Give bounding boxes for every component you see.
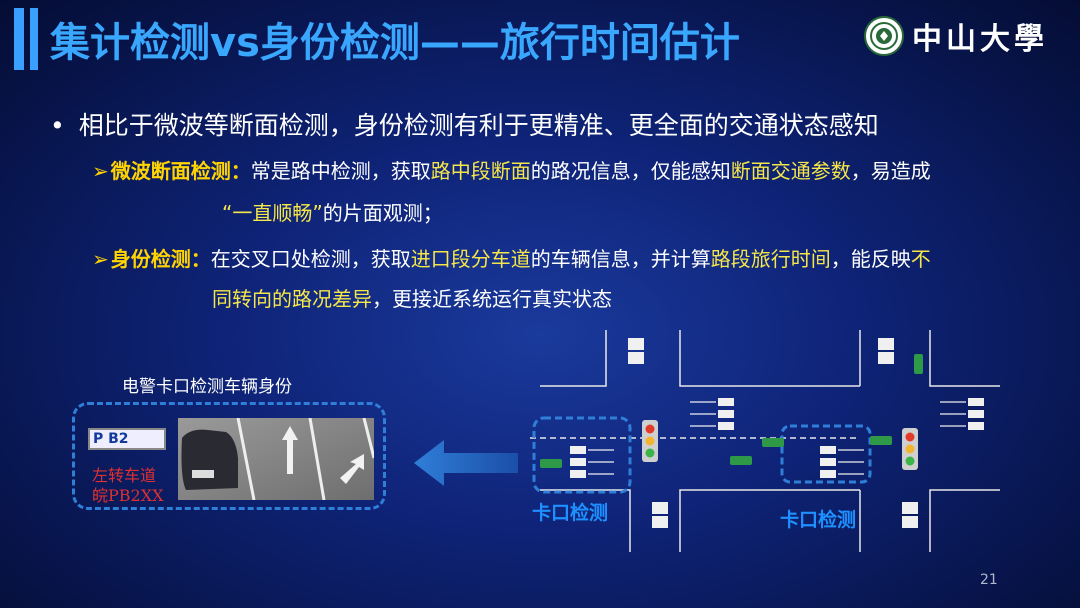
traffic-light-icon [902,428,918,470]
main-bullet-text: 相比于微波等断面检测，身份检测有利于更精准、更全面的交通状态感知 [78,111,879,140]
slide-title: 集计检测vs身份检测——旅行时间估计 [50,20,740,66]
identity-highlight-3b: 同转向的路况差异 [212,287,372,311]
identity-text-3: ，能反映 [830,247,911,271]
intersection-diagram [530,330,1000,552]
microwave-highlight-3: “一直顺畅” [222,201,323,225]
main-bullet: • 相比于微波等断面检测，身份检测有利于更精准、更全面的交通状态感知 [50,106,879,142]
photo-frame [72,402,386,510]
arrow-bullet-icon: ➢ [92,247,109,271]
identity-line-2: 同转向的路况差异，更接近系统运行真实状态 [212,282,612,316]
arrow-bullet-icon: ➢ [92,159,109,183]
title-bar: 集计检测vs身份检测——旅行时间估计 中山大學 [0,0,1080,72]
microwave-highlight-1: 路中段断面 [430,159,531,183]
traffic-light-icon [642,420,658,462]
kakou-label-right: 卡口检测 [780,509,857,531]
microwave-text-4: 的片面观测； [322,201,443,225]
identity-text-4: ，更接近系统运行真实状态 [372,287,612,311]
kakou-box-right [780,424,872,484]
bullet-dot: • [50,111,65,140]
identity-label: 身份检测： [110,247,211,271]
university-logo: 中山大學 [864,14,1048,58]
kakou-box-left [532,416,632,494]
microwave-text-3: ，易造成 [850,159,931,183]
microwave-text-2: 的路况信息，仅能感知 [530,159,731,183]
title-accent-bar-2 [30,8,38,70]
microwave-label: 微波断面检测： [110,159,251,183]
microwave-highlight-2: 断面交通参数 [730,159,851,183]
identity-highlight-3a: 不 [910,247,931,271]
plate-caption: 左转车道 皖PB2XX [92,466,164,506]
identity-line-1: ➢身份检测：在交叉口处检测，获取进口段分车道的车辆信息，并计算路段旅行时间，能反… [92,242,931,276]
microwave-line-1: ➢微波断面检测：常是路中检测，获取路中段断面的路况信息，仅能感知断面交通参数，易… [92,154,931,188]
title-accent-bar [14,8,24,70]
identity-text-2: 的车辆信息，并计算 [530,247,711,271]
identity-highlight-1: 进口段分车道 [410,247,531,271]
university-name: 中山大學 [912,22,1048,57]
microwave-line-2: “一直顺畅”的片面观测； [222,196,443,230]
photo-label: 电警卡口检测车辆身份 [122,377,292,397]
kakou-label-left: 卡口检测 [532,502,609,524]
camera-photo [178,418,374,500]
identity-text-1: 在交叉口处检测，获取 [210,247,411,271]
plate-caption-lane: 左转车道 [92,466,157,485]
microwave-text-1: 常是路中检测，获取 [250,159,431,183]
page-number: 21 [980,572,998,588]
plate-caption-plate: 皖PB2XX [92,486,164,505]
university-seal-icon [864,16,904,56]
license-plate: P B2 [88,428,166,450]
identity-highlight-2: 路段旅行时间 [710,247,831,271]
big-left-arrow-icon [414,438,518,492]
